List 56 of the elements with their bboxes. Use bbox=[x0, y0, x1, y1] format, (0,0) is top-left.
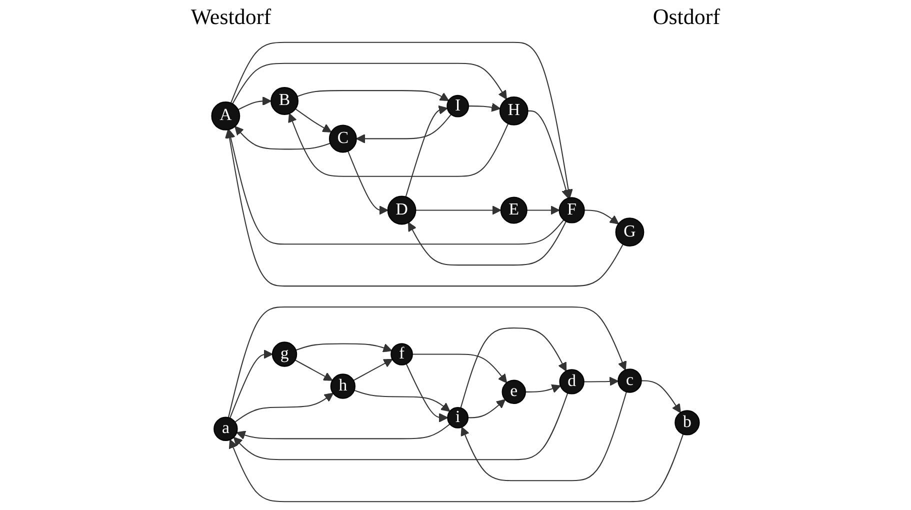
node-circle: b bbox=[674, 410, 700, 436]
node-circle: A bbox=[211, 102, 240, 130]
arrow bbox=[584, 210, 619, 224]
node-circle: a bbox=[214, 416, 238, 441]
node-circle: g bbox=[272, 342, 298, 367]
region-label: Westdorf bbox=[190, 4, 272, 30]
node-circle: f bbox=[390, 343, 413, 366]
arrow bbox=[296, 343, 392, 352]
arrow bbox=[528, 110, 571, 199]
node-circle: D bbox=[387, 196, 416, 225]
arrow bbox=[526, 206, 560, 215]
arrow bbox=[412, 354, 508, 384]
arrow bbox=[641, 380, 681, 414]
node-circle: e bbox=[502, 380, 526, 404]
node-circle: F bbox=[558, 197, 585, 224]
arrow bbox=[238, 96, 272, 110]
arrow bbox=[229, 350, 273, 418]
arrow bbox=[234, 392, 334, 422]
arrow bbox=[233, 392, 568, 460]
arrow bbox=[228, 434, 684, 502]
node-circle: B bbox=[270, 87, 299, 116]
node-circle: G bbox=[615, 218, 644, 247]
arrow bbox=[348, 150, 388, 215]
arrow bbox=[406, 364, 448, 422]
arrow bbox=[416, 206, 502, 215]
arrow bbox=[468, 399, 506, 418]
arrow bbox=[405, 105, 448, 198]
arrow bbox=[230, 42, 573, 198]
arrow bbox=[460, 392, 627, 482]
node-circle: I bbox=[446, 94, 469, 118]
node-circle: h bbox=[330, 374, 356, 399]
region-label: Ostdorf bbox=[652, 4, 720, 30]
arrow bbox=[295, 108, 332, 132]
arrow bbox=[228, 306, 627, 418]
node-circle: i bbox=[447, 406, 469, 428]
arrow bbox=[224, 129, 624, 287]
arrow bbox=[354, 390, 450, 412]
arrow bbox=[584, 376, 619, 386]
arrow bbox=[460, 327, 567, 408]
node-circle: E bbox=[500, 196, 528, 224]
arrow bbox=[468, 102, 501, 112]
arrow bbox=[236, 424, 450, 440]
node-circle: d bbox=[559, 369, 584, 394]
node-circle: C bbox=[328, 124, 357, 153]
node-circle: H bbox=[499, 96, 528, 126]
arrow bbox=[525, 384, 561, 394]
arrow bbox=[294, 360, 333, 381]
arrow bbox=[408, 221, 567, 266]
arrow bbox=[234, 126, 330, 150]
arrow bbox=[288, 113, 509, 177]
arrow bbox=[232, 62, 507, 104]
node-circle: c bbox=[618, 368, 642, 393]
arrow bbox=[297, 90, 450, 102]
arrow bbox=[353, 358, 393, 381]
arrow bbox=[356, 114, 452, 144]
arrow bbox=[226, 129, 564, 245]
